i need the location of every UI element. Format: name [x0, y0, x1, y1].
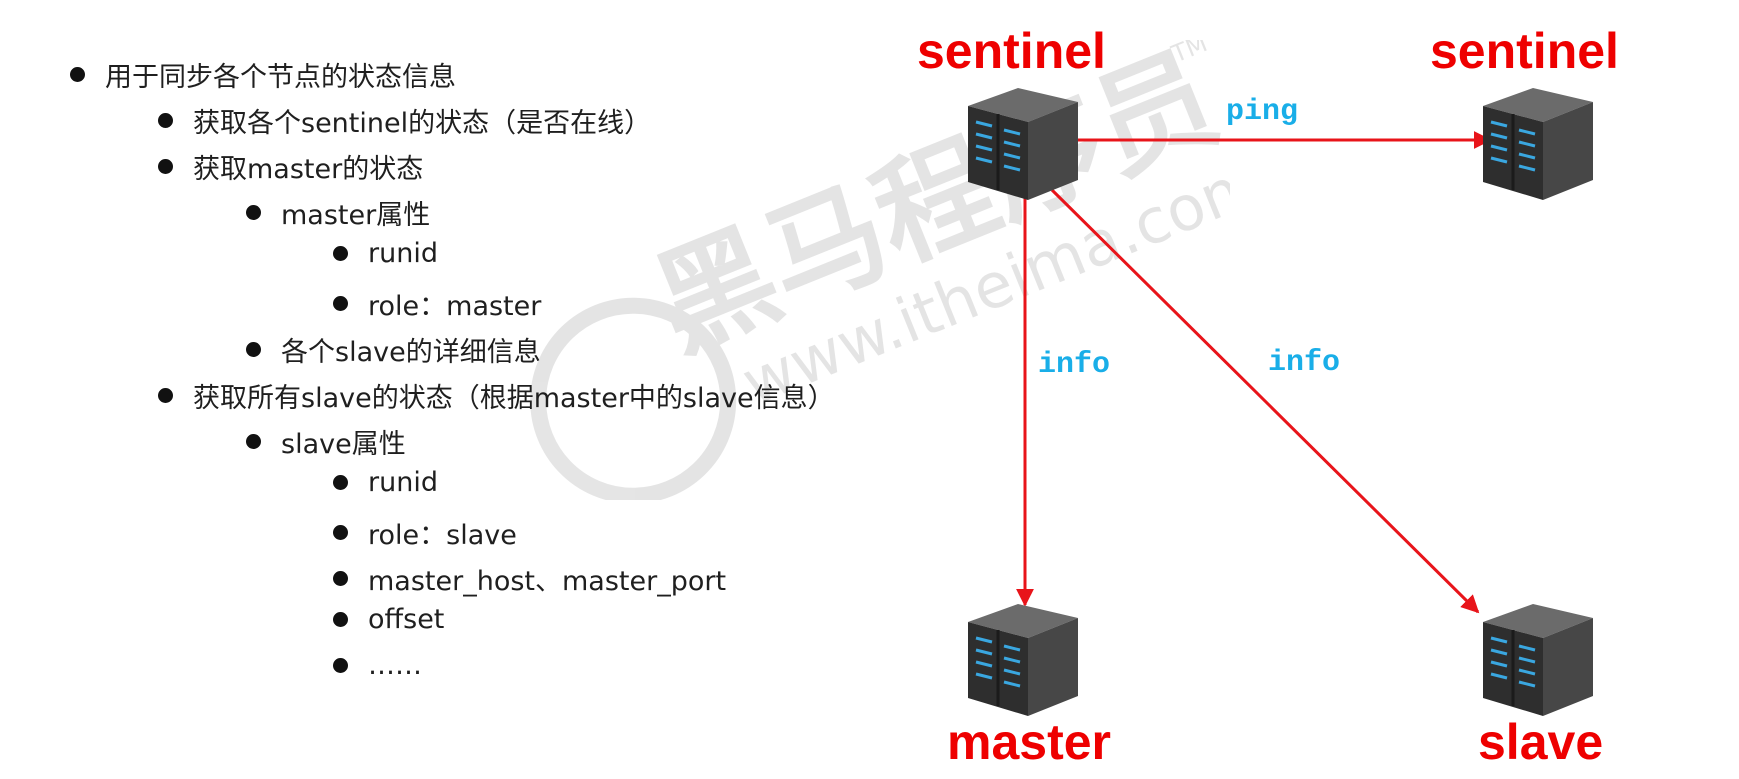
node-label-sentinel-left: sentinel	[917, 23, 1106, 79]
bullet-item: slave属性	[246, 422, 406, 461]
bullet-item: offset	[333, 604, 444, 635]
bullet-item: runid	[333, 238, 438, 269]
edge-label-info-master: info	[1038, 348, 1111, 382]
bullet-dot-icon	[333, 296, 348, 311]
bullet-dot-icon	[246, 342, 261, 357]
bullet-text: master属性	[281, 200, 431, 231]
bullet-dot-icon	[158, 113, 173, 128]
bullet-item: master_host、master_port	[333, 559, 726, 598]
bullet-text: 获取所有slave的状态（根据master中的slave信息）	[193, 383, 835, 414]
bullet-text: 用于同步各个节点的状态信息	[105, 62, 456, 93]
bullet-item: 获取各个sentinel的状态（是否在线）	[158, 101, 651, 140]
bullet-text: ……	[368, 650, 422, 681]
bullet-dot-icon	[158, 159, 173, 174]
bullet-item: ……	[333, 650, 422, 681]
bullet-text: 获取各个sentinel的状态（是否在线）	[193, 108, 652, 139]
bullet-item: 获取所有slave的状态（根据master中的slave信息）	[158, 376, 835, 415]
node-label-sentinel-right: sentinel	[1430, 23, 1619, 79]
bullet-item: role：master	[333, 284, 541, 323]
server-rack-icon	[968, 88, 1078, 200]
server-rack-icon	[968, 604, 1078, 716]
bullet-dot-icon	[333, 658, 348, 673]
bullet-text: 各个slave的详细信息	[281, 337, 541, 368]
server-rack-icon	[1483, 88, 1593, 200]
node-label-slave: slave	[1478, 714, 1604, 770]
bullet-text: 获取master的状态	[193, 154, 424, 185]
bullet-dot-icon	[333, 571, 348, 586]
edge-label-ping: ping	[1226, 95, 1299, 129]
bullet-item: 用于同步各个节点的状态信息	[70, 55, 456, 94]
bullet-item: runid	[333, 467, 438, 498]
bullet-text: role：slave	[368, 520, 517, 551]
bullet-dot-icon	[70, 67, 85, 82]
bullet-text: offset	[368, 604, 445, 635]
bullet-dot-icon	[246, 205, 261, 220]
bullet-dot-icon	[158, 388, 173, 403]
bullet-dot-icon	[333, 475, 348, 490]
bullet-item: 各个slave的详细信息	[246, 330, 541, 369]
server-rack-icon	[1483, 604, 1593, 716]
node-label-master: master	[947, 714, 1111, 770]
bullet-dot-icon	[333, 612, 348, 627]
bullet-text: runid	[368, 238, 438, 269]
bullet-text: runid	[368, 467, 438, 498]
bullet-text: slave属性	[281, 429, 406, 460]
bullet-dot-icon	[333, 246, 348, 261]
edge-label-info-slave: info	[1268, 346, 1341, 380]
bullet-item: role：slave	[333, 513, 517, 552]
bullet-dot-icon	[333, 525, 348, 540]
bullet-item: master属性	[246, 193, 430, 232]
bullet-text: role：master	[368, 291, 542, 322]
bullet-item: 获取master的状态	[158, 147, 423, 186]
bullet-dot-icon	[246, 434, 261, 449]
edge-info-slave	[1050, 188, 1480, 614]
bullet-text: master_host、master_port	[368, 566, 727, 597]
